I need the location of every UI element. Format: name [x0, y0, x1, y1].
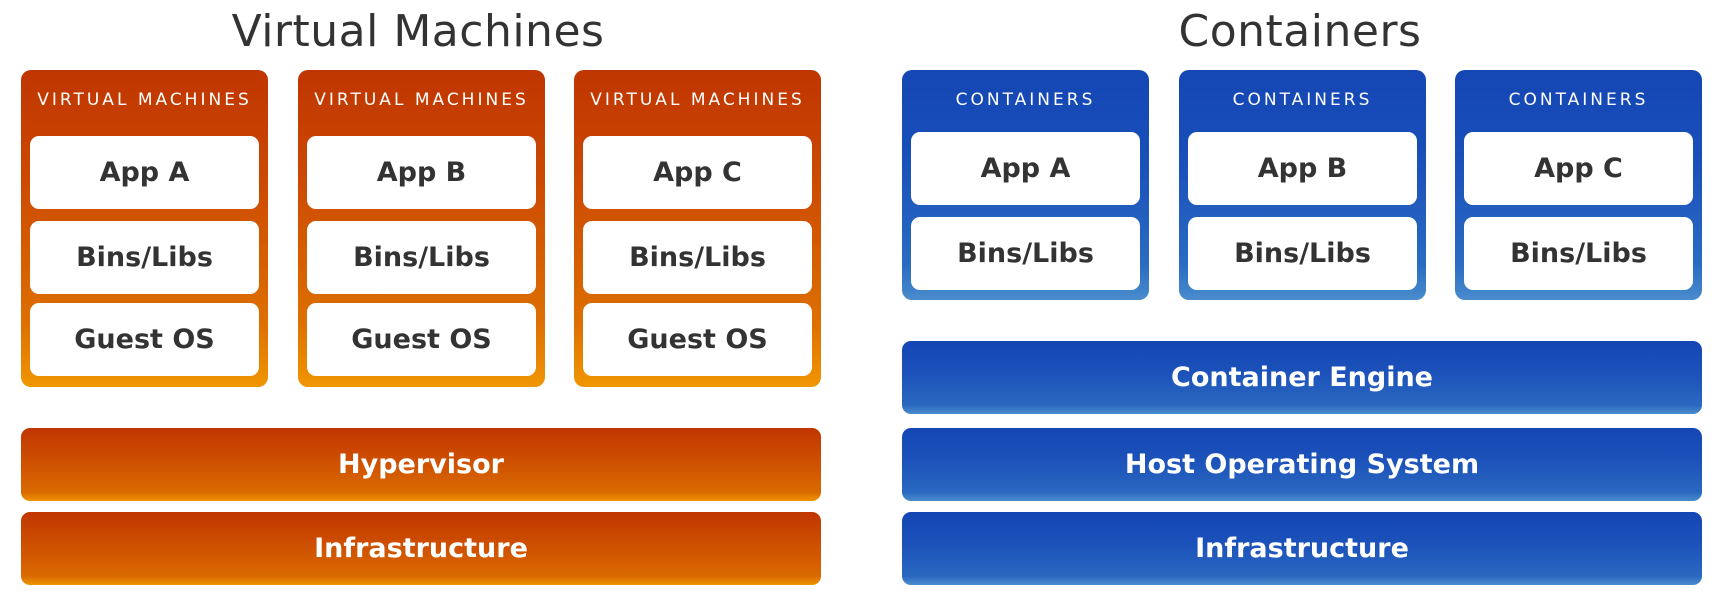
vm-app-layer: App C [583, 136, 812, 209]
vm-box-header: VIRTUAL MACHINES [590, 90, 805, 110]
container-app-layer: App A [911, 132, 1140, 205]
vm-box-header: VIRTUAL MACHINES [37, 90, 252, 110]
vm-app-layer: App B [307, 136, 536, 209]
vm-box-a: VIRTUAL MACHINES App A Bins/Libs Guest O… [21, 70, 268, 387]
containers-section-title: Containers [1178, 6, 1422, 57]
container-box-a: CONTAINERS App A Bins/Libs [902, 70, 1149, 300]
vm-bins-libs-layer: Bins/Libs [30, 221, 259, 294]
container-bins-libs-layer: Bins/Libs [911, 217, 1140, 290]
host-os-layer: Host Operating System [902, 428, 1702, 501]
vm-guest-os-layer: Guest OS [583, 303, 812, 376]
vm-guest-os-layer: Guest OS [307, 303, 536, 376]
vm-bins-libs-layer: Bins/Libs [307, 221, 536, 294]
vm-box-c: VIRTUAL MACHINES App C Bins/Libs Guest O… [574, 70, 821, 387]
vm-infrastructure-layer: Infrastructure [21, 512, 821, 585]
container-bins-libs-layer: Bins/Libs [1464, 217, 1693, 290]
container-box-header: CONTAINERS [1232, 90, 1373, 110]
vm-app-layer: App A [30, 136, 259, 209]
vm-section-title: Virtual Machines [231, 6, 605, 57]
container-box-c: CONTAINERS App C Bins/Libs [1455, 70, 1702, 300]
vm-guest-os-layer: Guest OS [30, 303, 259, 376]
container-bins-libs-layer: Bins/Libs [1188, 217, 1417, 290]
container-app-layer: App B [1188, 132, 1417, 205]
container-infrastructure-layer: Infrastructure [902, 512, 1702, 585]
vm-box-b: VIRTUAL MACHINES App B Bins/Libs Guest O… [298, 70, 545, 387]
vm-box-header: VIRTUAL MACHINES [314, 90, 529, 110]
container-box-b: CONTAINERS App B Bins/Libs [1179, 70, 1426, 300]
vm-bins-libs-layer: Bins/Libs [583, 221, 812, 294]
container-box-header: CONTAINERS [955, 90, 1096, 110]
container-engine-layer: Container Engine [902, 341, 1702, 414]
container-app-layer: App C [1464, 132, 1693, 205]
hypervisor-layer: Hypervisor [21, 428, 821, 501]
container-box-header: CONTAINERS [1508, 90, 1649, 110]
